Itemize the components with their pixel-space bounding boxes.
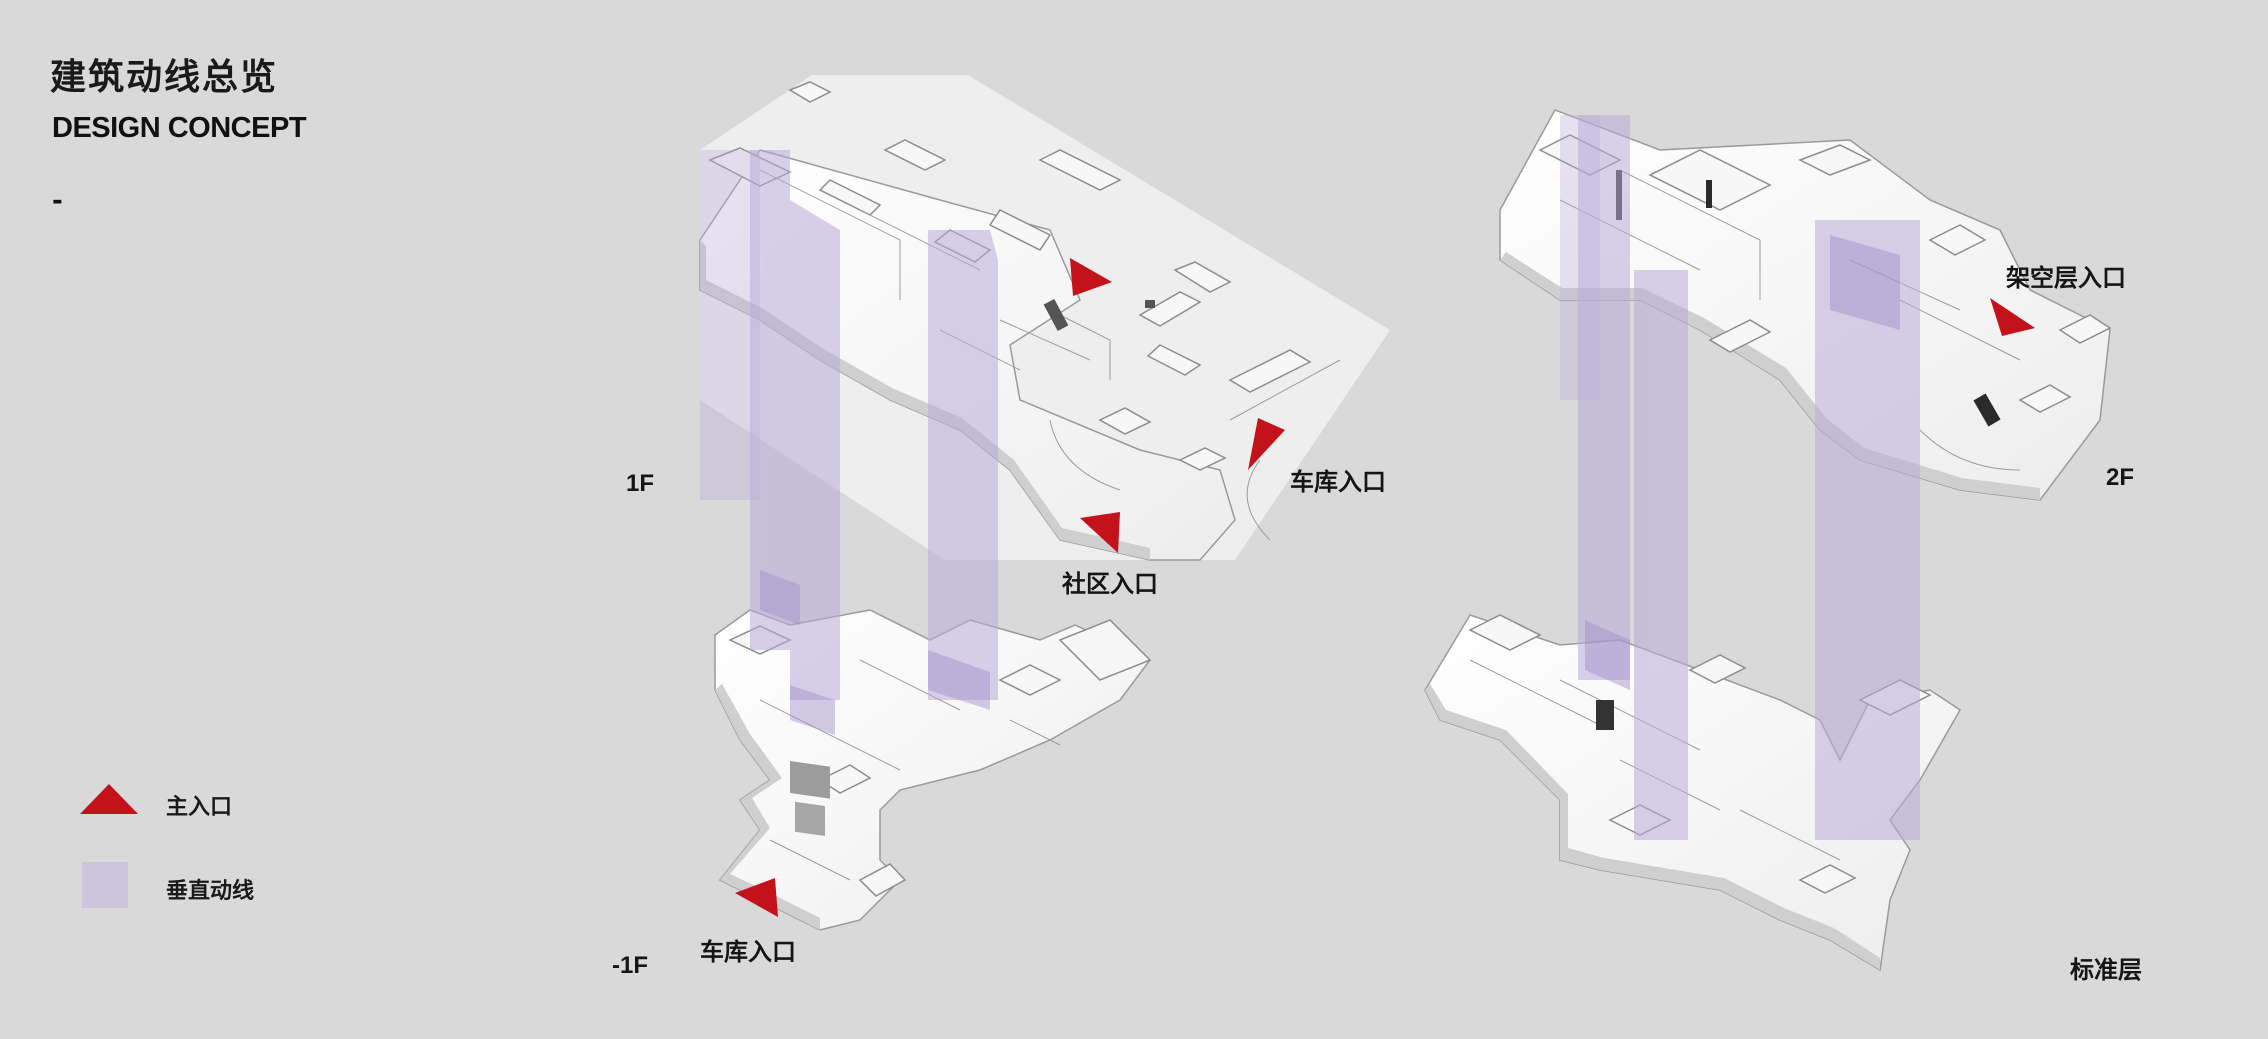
shaft-5 xyxy=(1634,270,1688,840)
floor-label-1f: 1F xyxy=(626,470,655,497)
vertical-circulation-shafts xyxy=(750,115,1920,840)
page-subtitle: DESIGN CONCEPT xyxy=(52,112,307,144)
floor-label-2f: 2F xyxy=(2106,464,2135,491)
entrance-markers xyxy=(735,258,2035,917)
main-entrance-marker-3 xyxy=(1080,512,1120,553)
label-stilt-floor-entrance: 架空层入口 xyxy=(2006,264,2126,292)
legend-vertical-circulation-label: 垂直动线 xyxy=(166,879,255,904)
main-entrance-marker-1 xyxy=(1070,258,1112,296)
shaft-6 xyxy=(1815,220,1920,840)
floor-label-b1: -1F xyxy=(612,952,648,979)
main-entrance-marker-5 xyxy=(735,878,778,917)
shaft-2 xyxy=(790,250,835,700)
label-community-entrance: 社区入口 xyxy=(1062,570,1158,598)
legend-main-entrance-icon xyxy=(80,784,138,814)
label-garage-entrance-b1: 车库入口 xyxy=(700,938,796,966)
legend-main-entrance-label: 主入口 xyxy=(166,795,233,820)
label-garage-entrance-1f: 车库入口 xyxy=(1290,468,1386,496)
floor-label-standard: 标准层 xyxy=(2070,956,2142,984)
shaft-4 xyxy=(1578,115,1630,680)
shaft-3 xyxy=(928,230,998,700)
main-entrance-marker-2 xyxy=(1248,418,1285,470)
page-title: 建筑动线总览 xyxy=(50,57,279,98)
main-entrance-marker-4 xyxy=(1990,298,2035,336)
title-dash: - xyxy=(52,186,63,216)
legend-vertical-circulation-swatch xyxy=(82,862,128,908)
